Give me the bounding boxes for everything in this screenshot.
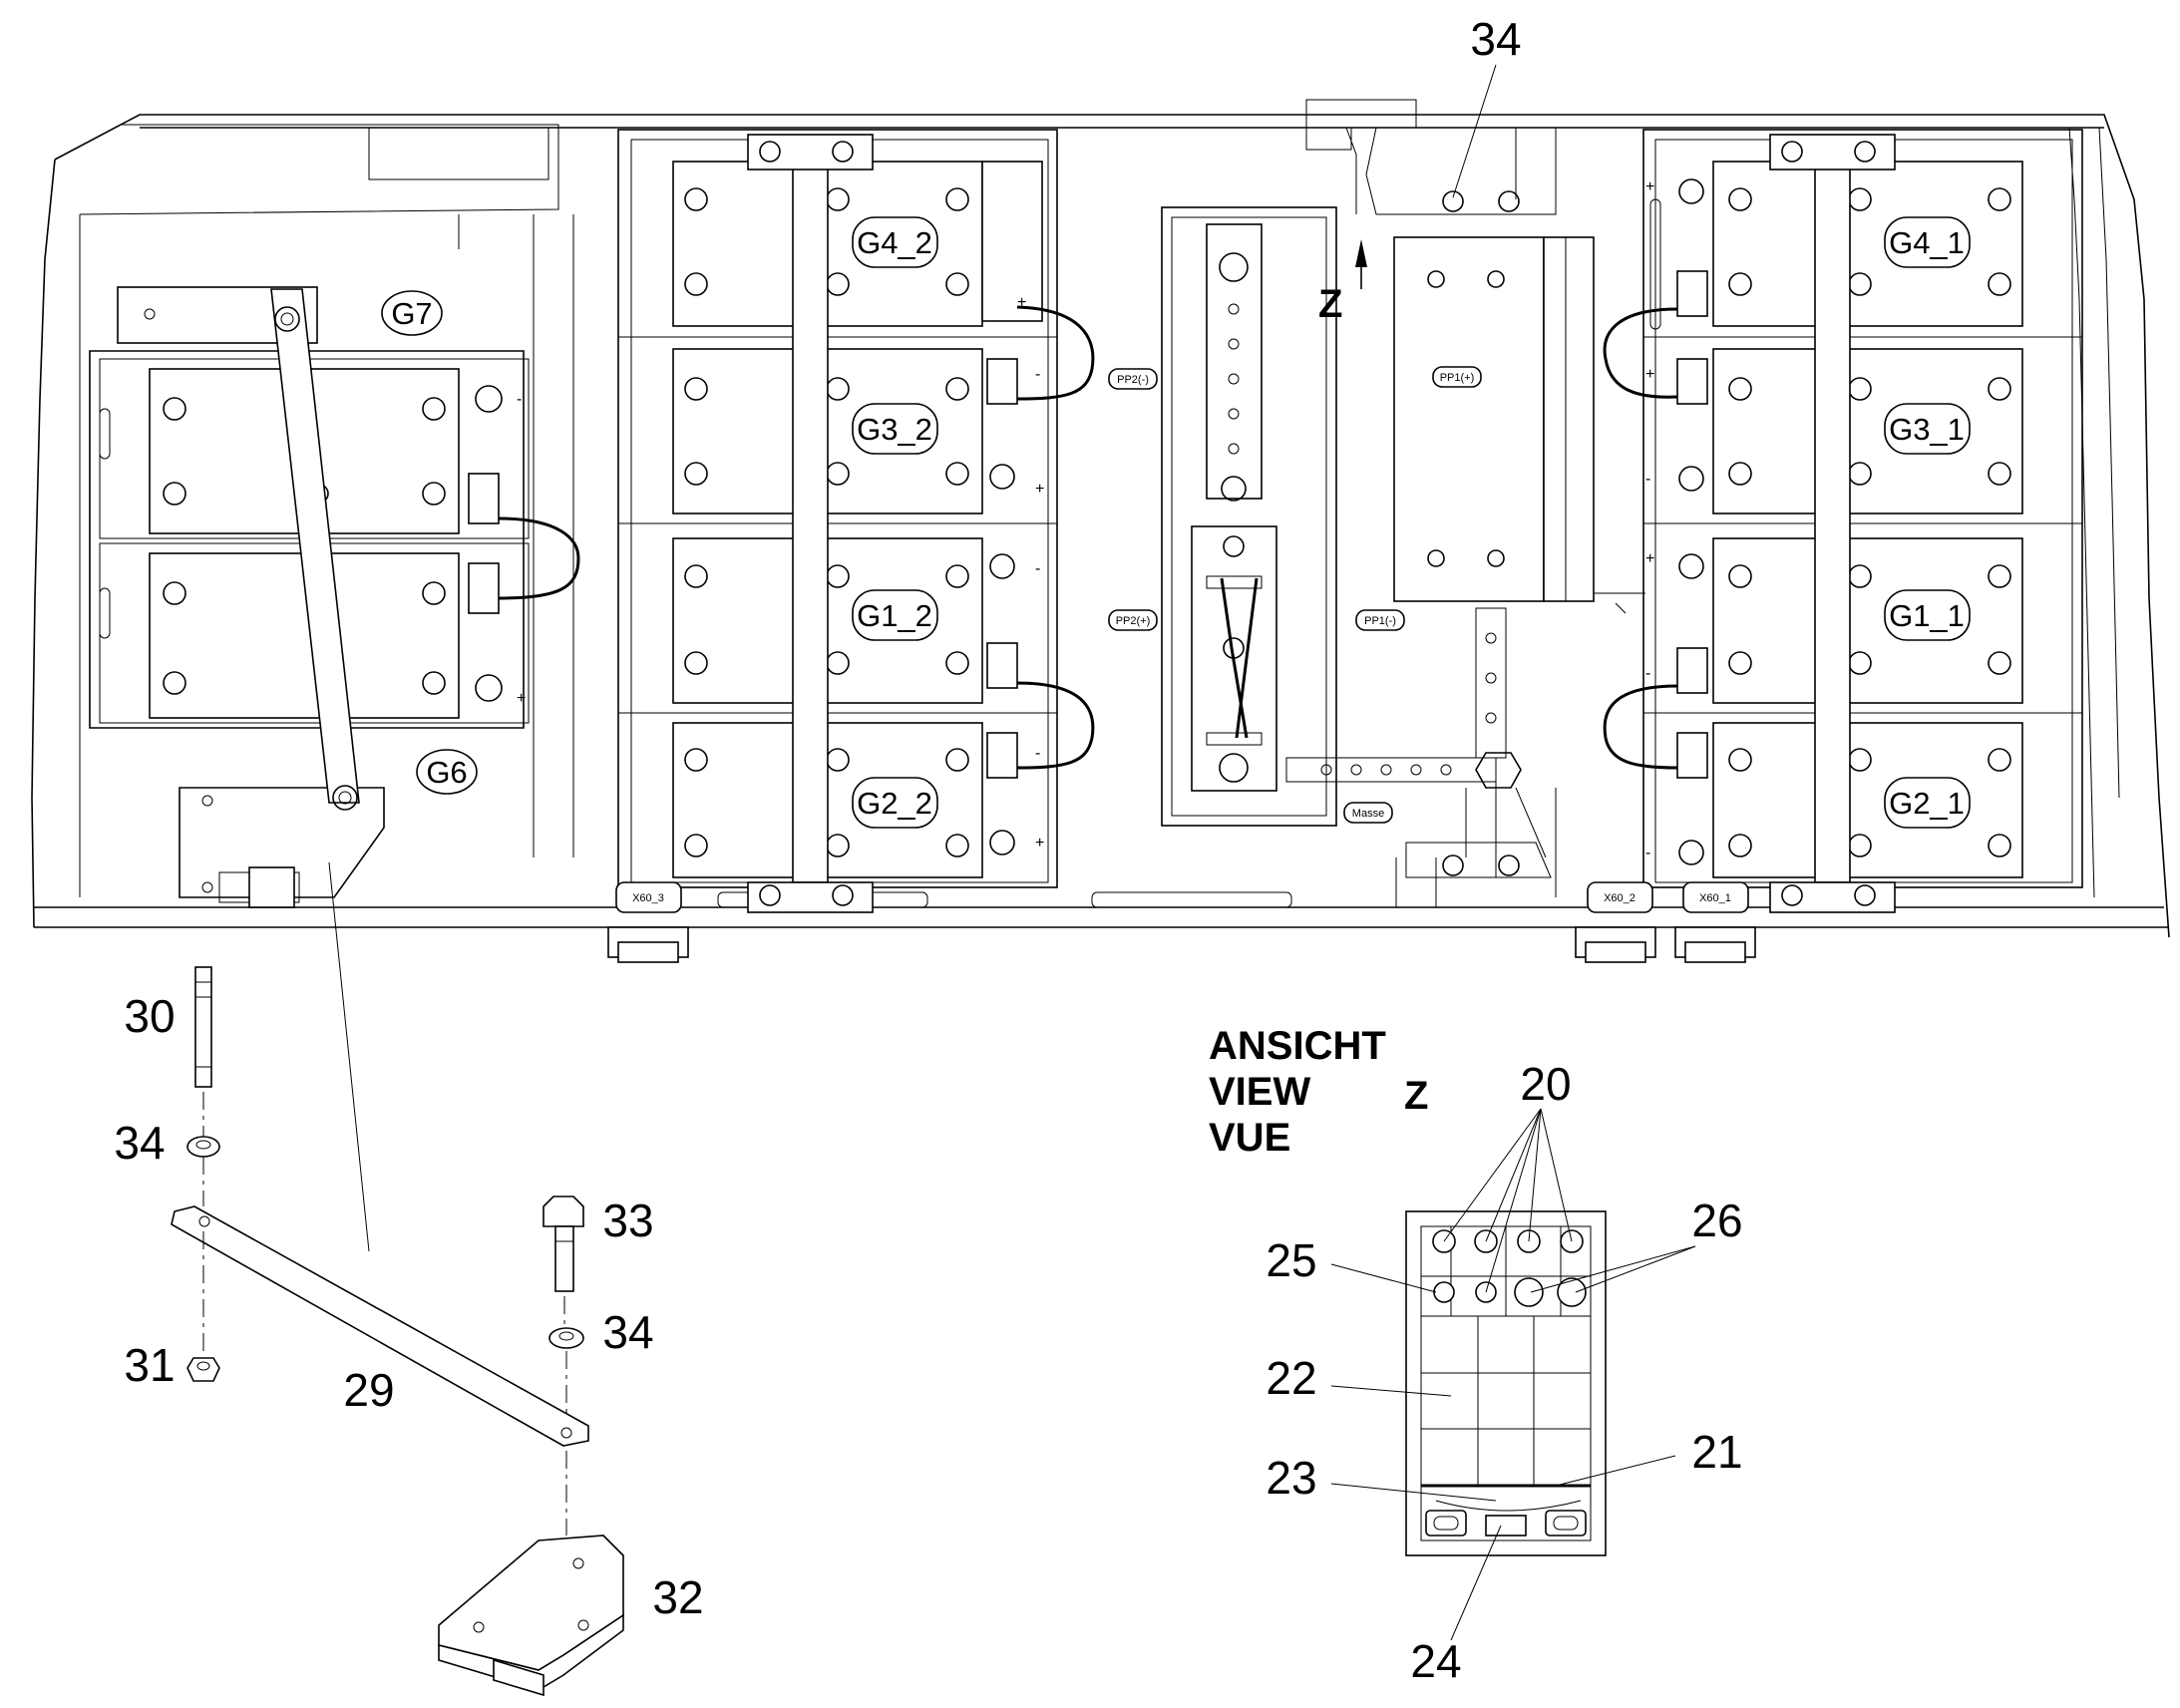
battery-label-g1-2: G1_2 [857, 598, 932, 633]
callout-22: 22 [1266, 1352, 1316, 1404]
terminal-label-pp1-plus: PP1(+) [1440, 372, 1475, 384]
callout-21: 21 [1691, 1426, 1742, 1478]
view-title-view: VIEW [1209, 1070, 1310, 1114]
callout-30: 30 [124, 990, 175, 1042]
battery-label-g6: G6 [426, 755, 467, 790]
exploded-fastener-view: 30 34 29 31 33 34 32 [114, 966, 704, 1697]
battery-label-g1-1: G1_1 [1889, 598, 1965, 633]
g4-1-plus-sign: + [1645, 178, 1654, 195]
callout-34-mid: 34 [602, 1306, 653, 1358]
battery-label-g4-2: G4_2 [857, 225, 932, 260]
connector-label-x60-2: X60_2 [1604, 892, 1635, 904]
terminal-label-pp2-minus: PP2(-) [1117, 374, 1149, 386]
callout-25: 25 [1266, 1234, 1316, 1286]
g4-2-plus-sign: + [1017, 294, 1026, 311]
g3-2-minus-sign: - [1035, 366, 1040, 383]
battery-label-g3-2: G3_2 [857, 412, 932, 447]
terminal-label-masse: Masse [1352, 808, 1384, 820]
callout-34-left: 34 [114, 1117, 165, 1169]
view-z-letter: Z [1404, 1074, 1428, 1118]
g3-2-plus-sign: + [1035, 481, 1044, 498]
callout-33: 33 [602, 1195, 653, 1246]
terminal-label-pp2-plus: PP2(+) [1116, 615, 1151, 627]
g7-minus-sign: - [517, 391, 522, 408]
g6-plus-sign: + [517, 690, 526, 707]
callout-24: 24 [1410, 1635, 1461, 1687]
battery-bank-right: G4_1 G3_1 G1_1 G2_1 + + - + - - X60_2 X6… [1575, 129, 2083, 963]
battery-label-g7: G7 [391, 296, 432, 331]
g1-1-minus-sign: - [1645, 665, 1650, 682]
battery-label-g3-1: G3_1 [1889, 412, 1965, 447]
callout-23: 23 [1266, 1452, 1316, 1504]
g2-2-minus-sign: - [1035, 745, 1040, 762]
g1-2-minus-sign: - [1035, 560, 1040, 577]
junction-box-z: PP1(+) Z [1318, 190, 1645, 878]
battery-label-g2-1: G2_1 [1889, 786, 1965, 821]
battery-bank-center: + G4_2 G3_2 G1_2 G2_2 [607, 129, 1095, 963]
g3-1-plus-sign: + [1645, 366, 1654, 383]
connector-label-x60-1: X60_1 [1699, 892, 1731, 904]
callout-34-top: 34 [1470, 13, 1521, 65]
view-z-detail: ANSICHT VIEW VUE Z 20 [1209, 1024, 1743, 1687]
g1-1-plus-sign: + [1645, 550, 1654, 567]
callout-32: 32 [652, 1571, 703, 1623]
callout-26: 26 [1691, 1195, 1742, 1246]
callout-29: 29 [343, 1364, 394, 1416]
view-z-arrow-label: Z [1318, 282, 1342, 326]
g3-1-minus-sign: - [1645, 471, 1650, 488]
g2-1-minus-sign: - [1645, 845, 1650, 861]
view-title-ansicht: ANSICHT [1209, 1024, 1386, 1068]
busbar-panel: PP2(-) PP2(+) PP1(-) Masse [1108, 206, 1547, 858]
terminal-label-pp1-minus: PP1(-) [1364, 615, 1396, 627]
g2-2-plus-sign: + [1035, 835, 1044, 852]
view-title-vue: VUE [1209, 1116, 1290, 1160]
callout-20: 20 [1520, 1058, 1571, 1110]
battery-label-g2-2: G2_2 [857, 786, 932, 821]
battery-label-g4-1: G4_1 [1889, 225, 1965, 260]
connector-label-x60-3: X60_3 [632, 892, 664, 904]
battery-bank-left: - + G7 G6 [89, 286, 580, 1252]
callout-31: 31 [124, 1339, 175, 1391]
